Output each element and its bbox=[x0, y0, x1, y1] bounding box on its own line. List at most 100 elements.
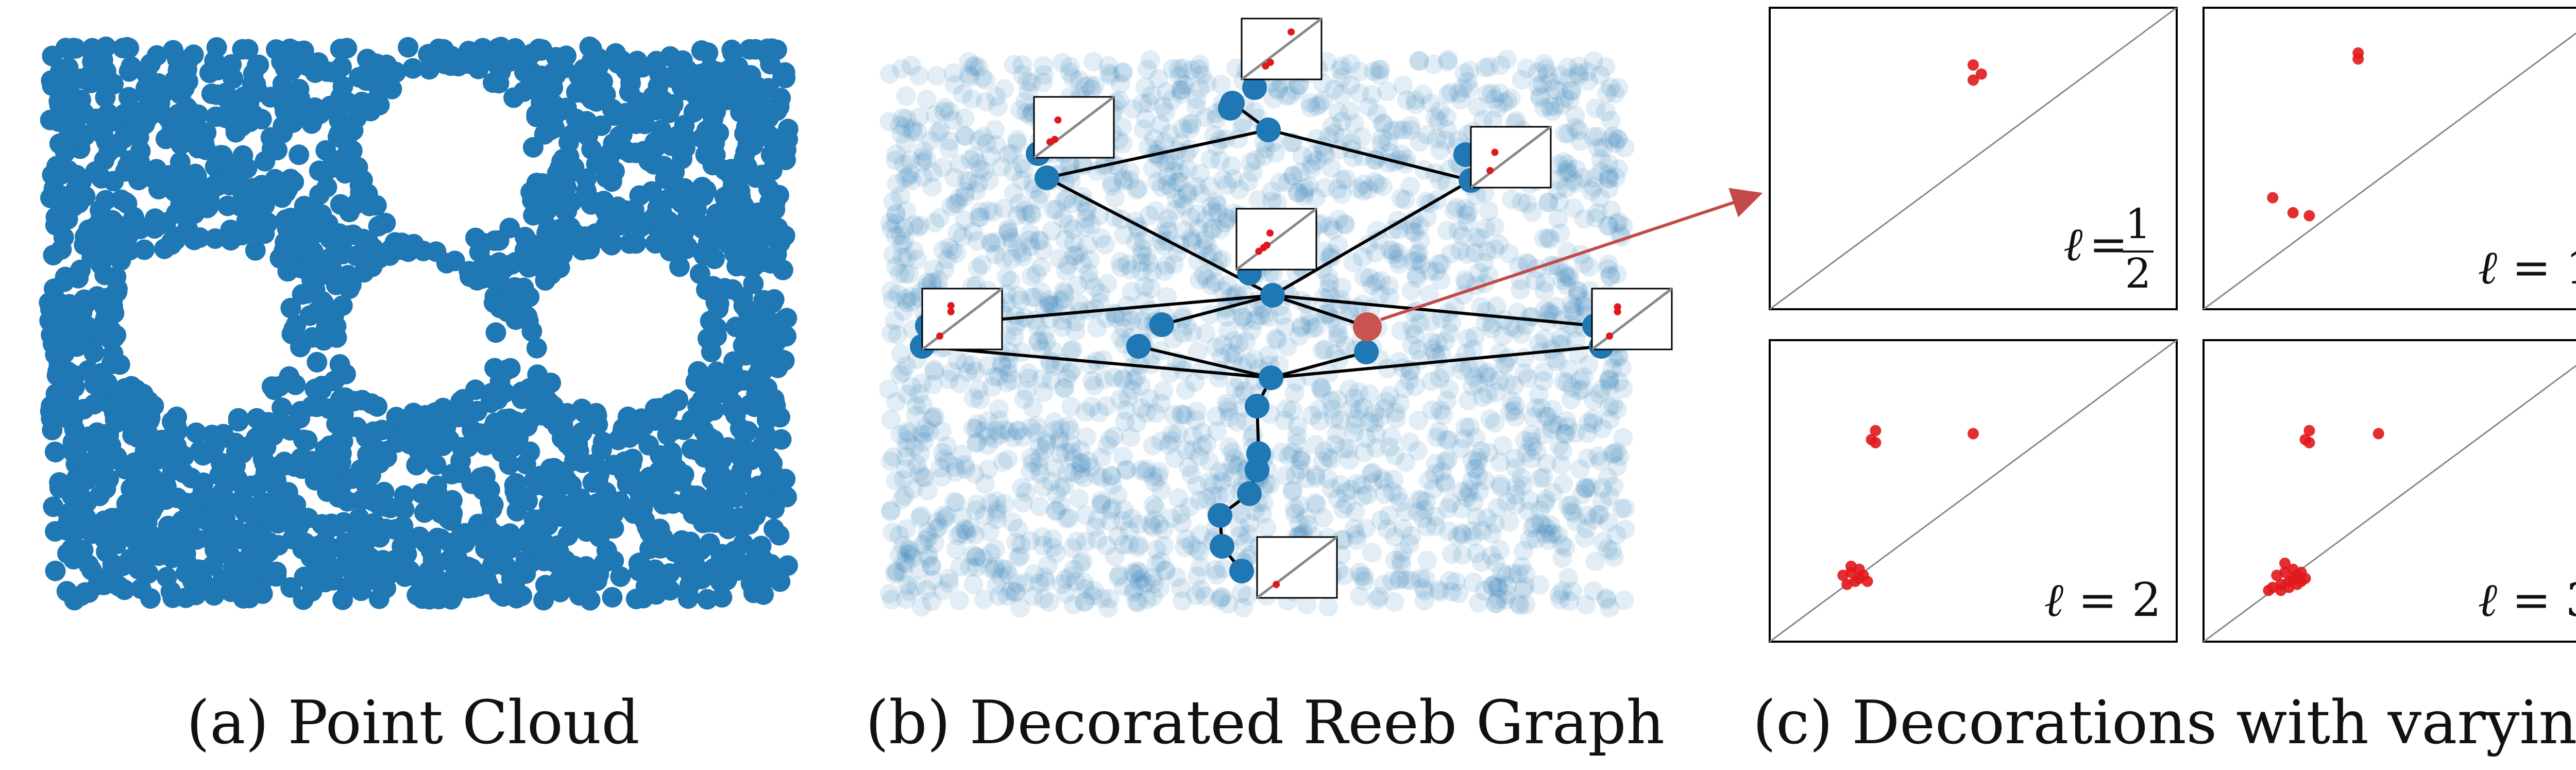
cloud-point bbox=[696, 180, 717, 201]
cloud-point bbox=[418, 44, 439, 65]
faint-point bbox=[1521, 425, 1541, 445]
faint-point bbox=[963, 574, 984, 594]
cloud-point bbox=[242, 568, 263, 589]
faint-point bbox=[1097, 308, 1116, 328]
faint-point bbox=[1538, 192, 1558, 212]
cloud-point bbox=[495, 556, 516, 577]
faint-point bbox=[968, 231, 988, 251]
inset-point bbox=[1606, 332, 1614, 340]
cloud-point bbox=[430, 528, 451, 549]
faint-point bbox=[909, 107, 929, 127]
faint-point bbox=[1442, 544, 1462, 564]
cloud-point bbox=[119, 214, 140, 236]
faint-point bbox=[1207, 565, 1227, 585]
cloud-point bbox=[551, 428, 572, 449]
cloud-point bbox=[175, 587, 196, 608]
cloud-point bbox=[475, 563, 496, 584]
faint-point bbox=[1590, 451, 1611, 471]
cloud-point bbox=[294, 195, 315, 216]
cloud-point bbox=[316, 552, 337, 573]
cloud-point bbox=[588, 56, 609, 77]
faint-point bbox=[1190, 525, 1210, 545]
faint-point bbox=[1311, 378, 1331, 398]
faint-point bbox=[1466, 543, 1486, 563]
faint-point bbox=[1021, 448, 1041, 468]
cloud-point bbox=[756, 394, 777, 415]
cloud-point bbox=[156, 429, 177, 450]
cloud-point bbox=[178, 48, 199, 70]
cloud-point bbox=[550, 581, 571, 602]
faint-point bbox=[1602, 444, 1622, 464]
faint-point bbox=[906, 405, 926, 425]
faint-point bbox=[892, 235, 912, 255]
faint-point bbox=[910, 215, 930, 236]
faint-point bbox=[1191, 183, 1210, 204]
faint-point bbox=[974, 589, 994, 609]
cloud-point bbox=[162, 411, 182, 432]
faint-point bbox=[1021, 72, 1041, 92]
cloud-point bbox=[535, 270, 556, 291]
faint-point bbox=[1262, 181, 1282, 202]
faint-point bbox=[1570, 371, 1590, 391]
faint-point bbox=[1511, 279, 1531, 299]
faint-point bbox=[1181, 464, 1201, 484]
cloud-point bbox=[307, 351, 328, 373]
faint-point bbox=[1531, 398, 1551, 418]
faint-point bbox=[1397, 90, 1417, 110]
faint-point bbox=[1084, 376, 1104, 396]
cloud-point bbox=[547, 535, 568, 556]
cloud-point bbox=[75, 186, 96, 207]
faint-point bbox=[1229, 180, 1249, 199]
cloud-point bbox=[493, 586, 514, 607]
cloud-point bbox=[328, 487, 349, 508]
faint-point bbox=[1075, 591, 1095, 611]
faint-point bbox=[1479, 201, 1499, 221]
faint-point bbox=[1325, 123, 1345, 143]
cloud-point bbox=[110, 250, 131, 271]
faint-point bbox=[1136, 573, 1156, 593]
faint-point bbox=[1426, 343, 1446, 363]
faint-point bbox=[1102, 176, 1122, 196]
cloud-point bbox=[392, 536, 413, 557]
faint-point bbox=[1408, 340, 1428, 360]
faint-point bbox=[1144, 574, 1164, 594]
cloud-point bbox=[53, 227, 74, 248]
faint-point bbox=[1576, 595, 1596, 615]
faint-point bbox=[1551, 65, 1571, 86]
cloud-point bbox=[206, 494, 227, 515]
faint-point bbox=[1471, 441, 1491, 461]
cloud-point bbox=[187, 490, 208, 511]
inset-point bbox=[1273, 581, 1280, 589]
cloud-point bbox=[762, 453, 783, 474]
cloud-point bbox=[332, 589, 353, 610]
cloud-point bbox=[471, 268, 493, 289]
cloud-point bbox=[283, 319, 304, 340]
faint-point bbox=[1560, 268, 1580, 288]
faint-point bbox=[1028, 190, 1048, 210]
cloud-point bbox=[337, 264, 359, 286]
faint-point bbox=[901, 150, 920, 171]
cloud-point bbox=[733, 424, 754, 445]
faint-point bbox=[1285, 504, 1305, 524]
cloud-point bbox=[609, 126, 630, 147]
faint-point bbox=[1406, 264, 1427, 284]
cloud-point bbox=[732, 287, 753, 308]
faint-point bbox=[1280, 85, 1300, 105]
faint-point bbox=[913, 167, 933, 187]
cloud-point bbox=[346, 416, 367, 438]
faint-point bbox=[1349, 400, 1369, 420]
cloud-point bbox=[304, 62, 326, 83]
faint-point bbox=[1600, 266, 1620, 286]
cloud-point bbox=[551, 100, 572, 121]
faint-point bbox=[1573, 168, 1593, 188]
faint-point bbox=[1064, 233, 1084, 253]
cloud-point bbox=[767, 100, 787, 121]
cloud-point bbox=[661, 450, 682, 471]
faint-point bbox=[1178, 185, 1198, 205]
faint-point bbox=[1364, 413, 1384, 433]
faint-point bbox=[932, 467, 952, 487]
cloud-point bbox=[420, 424, 441, 445]
faint-point bbox=[1289, 326, 1309, 346]
faint-point bbox=[1535, 329, 1555, 349]
graph-node bbox=[1256, 118, 1281, 142]
